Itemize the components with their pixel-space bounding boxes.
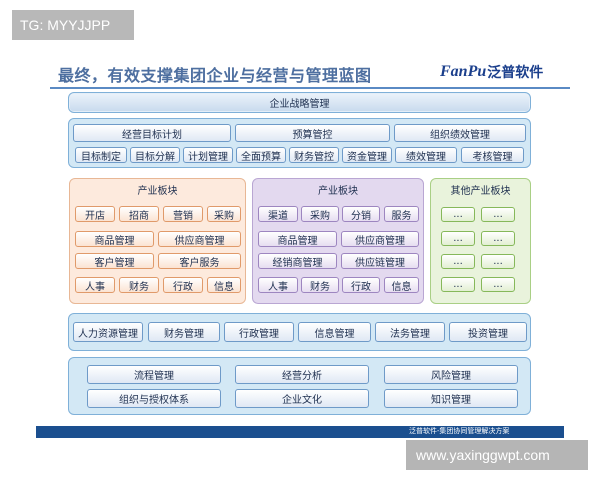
goal-item: 全面预算	[236, 147, 286, 163]
shared-service: 人力资源管理	[73, 322, 143, 342]
segment-a-item: 客户管理	[75, 253, 154, 269]
footer-text: 泛普软件-集团协同管理解决方案	[409, 427, 510, 435]
segment-a-item: 客户服务	[158, 253, 241, 269]
segment-a-item: 信息	[207, 277, 241, 293]
platform-item: 企业文化	[235, 389, 369, 408]
segment-a-item: 营销	[163, 206, 203, 222]
segment-b-item: 供应商管理	[341, 231, 419, 247]
segment-c-item: ...	[481, 254, 515, 269]
goal-item: 绩效管理	[395, 147, 457, 163]
goal-header-plan: 经营目标计划	[73, 124, 231, 142]
brand-logo: FanPu 泛普软件	[440, 61, 543, 83]
segment-c-item: ...	[441, 207, 475, 222]
goal-header-performance: 组织绩效管理	[394, 124, 526, 142]
segment-c-item: ...	[481, 207, 515, 222]
segment-a-item: 财务	[119, 277, 159, 293]
strategy-bar: 企业战略管理	[70, 94, 529, 111]
segment-b-item: 人事	[258, 277, 298, 293]
segment-b-item: 商品管理	[258, 231, 337, 247]
segment-b-item: 采购	[301, 206, 339, 222]
shared-service: 投资管理	[449, 322, 527, 342]
title-rule	[50, 87, 570, 89]
platform-item: 风险管理	[384, 365, 518, 384]
goal-item: 财务管控	[289, 147, 339, 163]
watermark-top: TG: MYYJJPP	[12, 10, 134, 40]
segment-c-title: 其他产业板块	[450, 186, 511, 197]
segment-a-title: 产业板块	[137, 186, 178, 197]
platform-item: 流程管理	[87, 365, 221, 384]
shared-service: 行政管理	[224, 322, 294, 342]
segment-b-item: 经销商管理	[258, 253, 337, 269]
goal-item: 考核管理	[461, 147, 524, 163]
segment-b-item: 信息	[384, 277, 419, 293]
page-title: 最终，有效支撑集团企业与经营与管理蓝图	[58, 66, 372, 85]
shared-service: 法务管理	[375, 322, 445, 342]
shared-service: 信息管理	[298, 322, 371, 342]
watermark-bottom: www.yaxinggwpt.com	[406, 440, 588, 470]
goal-item: 目标分解	[130, 147, 180, 163]
segment-a-item: 开店	[75, 206, 115, 222]
segment-b-item: 行政	[342, 277, 380, 293]
goal-item: 计划管理	[183, 147, 233, 163]
segment-b-item: 财务	[301, 277, 339, 293]
segment-c-item: ...	[441, 277, 475, 292]
footer-band	[36, 426, 564, 438]
segment-a-item: 招商	[119, 206, 159, 222]
segment-a-item: 行政	[163, 277, 203, 293]
segment-b-item: 渠道	[258, 206, 298, 222]
segment-c-item: ...	[441, 254, 475, 269]
platform-item: 经营分析	[235, 365, 369, 384]
segment-b-item: 供应链管理	[341, 253, 419, 269]
segment-a-item: 人事	[75, 277, 115, 293]
segment-c-item: ...	[441, 231, 475, 246]
brand-latin: FanPu	[440, 63, 487, 80]
segment-c-item: ...	[481, 231, 515, 246]
platform-item: 组织与授权体系	[87, 389, 221, 408]
goal-header-budget: 预算管控	[235, 124, 390, 142]
brand-cn: 泛普软件	[487, 65, 544, 81]
segment-b-item: 服务	[384, 206, 419, 222]
segment-b-item: 分销	[342, 206, 380, 222]
segment-b-title: 产业板块	[318, 186, 358, 197]
segment-a-item: 供应商管理	[158, 231, 241, 247]
goal-item: 资金管理	[342, 147, 392, 163]
segment-a-item: 商品管理	[75, 231, 154, 247]
goal-item: 目标制定	[75, 147, 127, 163]
shared-service: 财务管理	[148, 322, 220, 342]
segment-c-item: ...	[481, 277, 515, 292]
platform-item: 知识管理	[384, 389, 518, 408]
segment-a-item: 采购	[207, 206, 241, 222]
